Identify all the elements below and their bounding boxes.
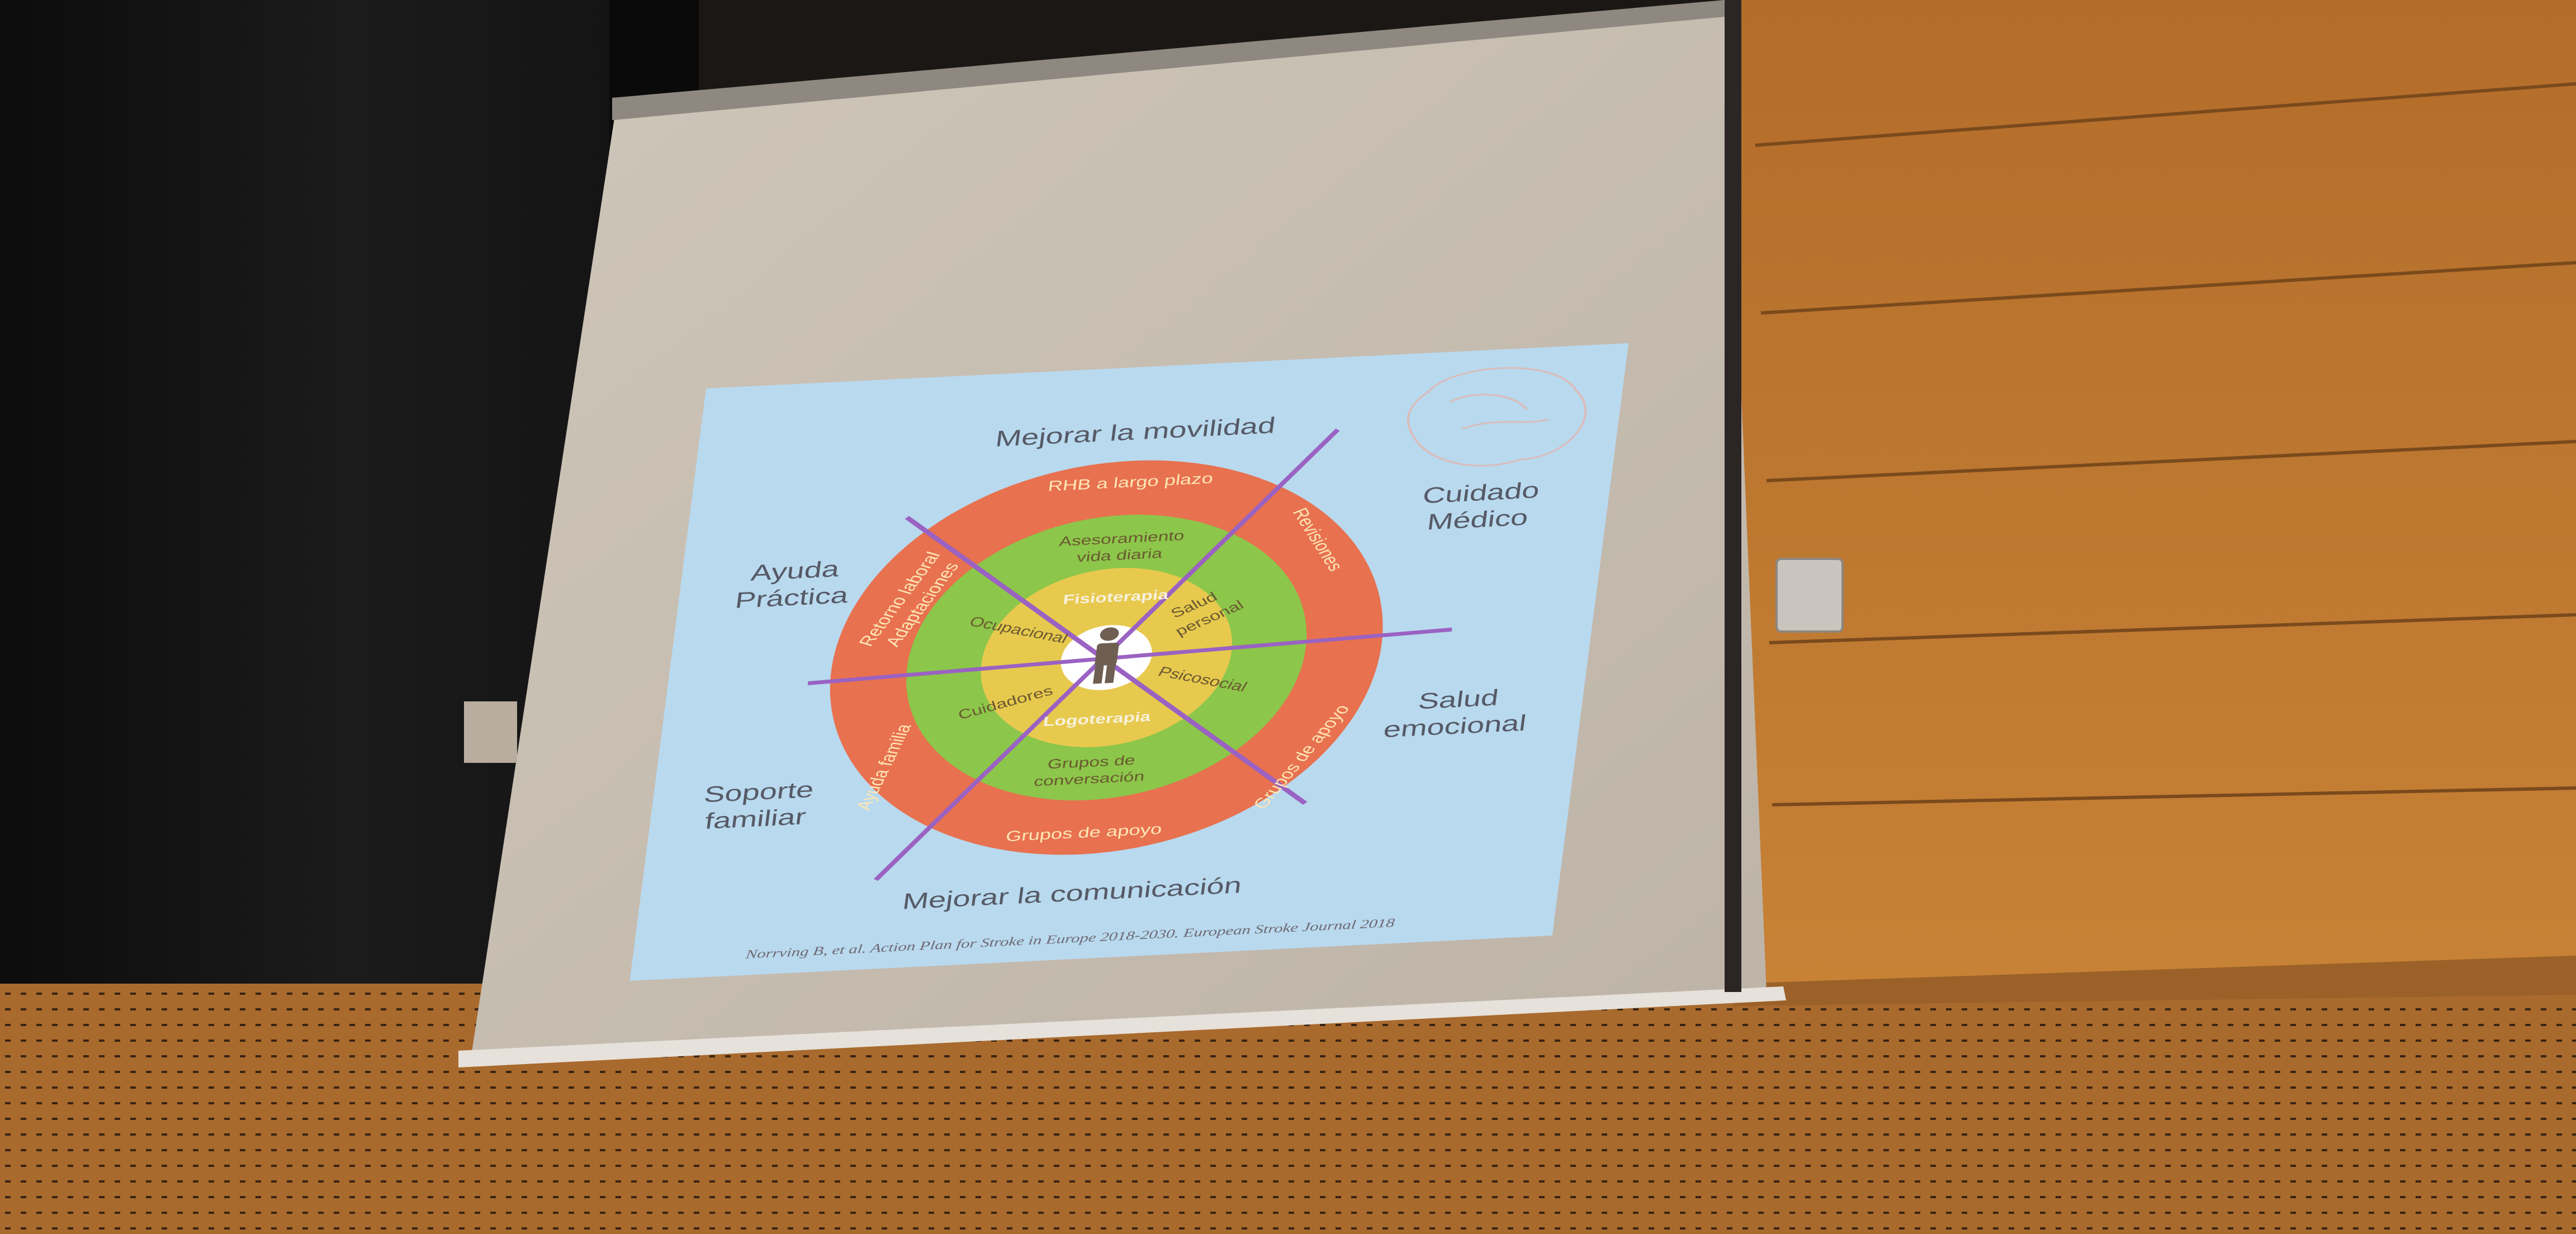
wood-wall	[1733, 0, 2576, 984]
projected-slide: Mejorar la movilidad Mejorar la comunica…	[629, 343, 1629, 981]
wall-socket	[1775, 558, 1844, 633]
person-icon	[1093, 627, 1119, 684]
label-top-right-line2: Médico	[1426, 505, 1530, 535]
label-top-left-line1: Ayuda	[750, 557, 841, 586]
label-bottom-left-line1: Soporte	[703, 777, 816, 808]
brain-sketch	[1407, 367, 1587, 467]
label-top-left-line2: Práctica	[733, 583, 850, 613]
screen-bottom-bar	[458, 986, 1786, 1067]
label-top-right-line1: Cuidado	[1421, 478, 1541, 508]
screen-top-bar	[612, 0, 1725, 120]
screen-left-edge-mount	[464, 701, 517, 763]
label-bottom-right-line1: Salud	[1417, 685, 1500, 714]
perforated-wall-upper	[1733, 956, 2576, 1006]
wood-panel-seams	[1755, 82, 2576, 806]
label-bottom-left-line2: familiar	[703, 804, 807, 834]
spoke-horizontal	[807, 627, 1452, 686]
screen-right-frame	[1725, 0, 1741, 992]
